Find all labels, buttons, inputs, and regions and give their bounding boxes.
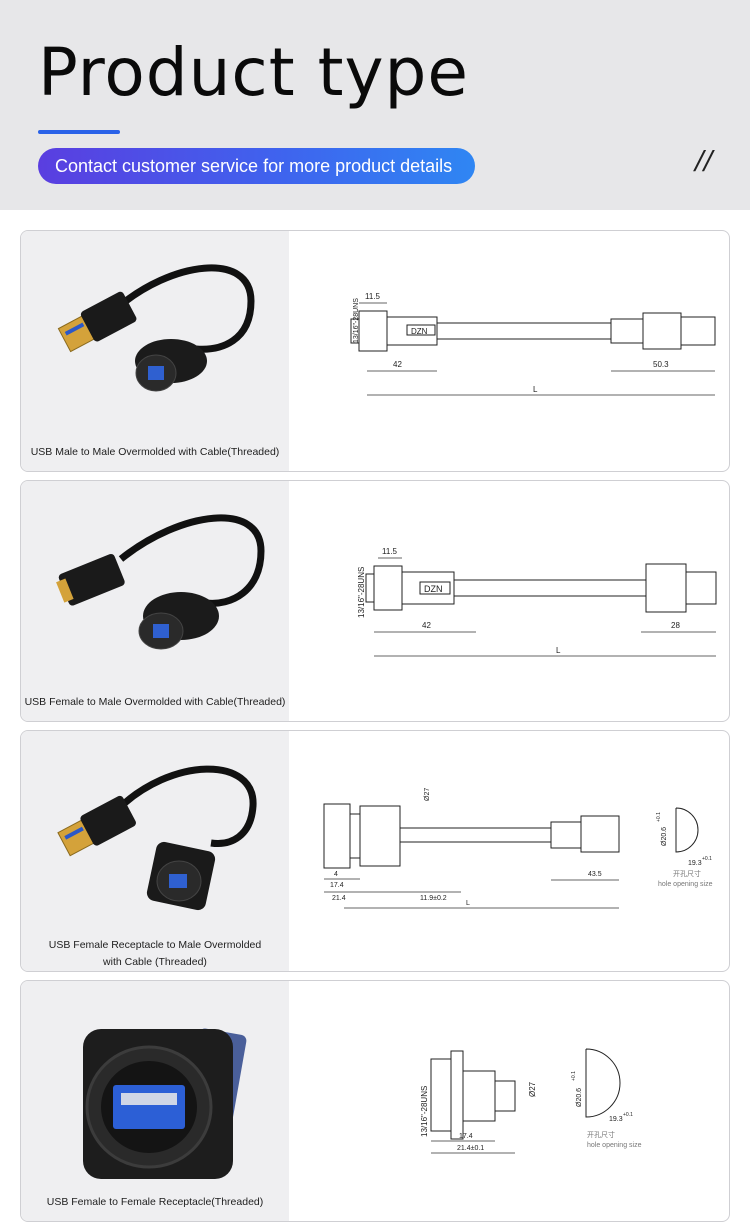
dim-17-4: 17.4 xyxy=(459,1133,473,1140)
product-caption-3-line2: with Cable (Threaded) xyxy=(103,956,207,968)
hole-label-en-4: hole opening size xyxy=(587,1142,642,1149)
product-card-2[interactable]: USB Female to Male Overmolded with Cable… xyxy=(20,480,730,722)
technical-drawing-2: DZN 11.5 13/16"-28UNS 42 28 L xyxy=(357,547,717,657)
technical-drawing-4: 13/16"-28UNS Ø27 17.4 21.4±0.1 Ø20.6 +0.… xyxy=(420,1048,642,1154)
product-photo-2 xyxy=(21,481,289,721)
dim-total-1: L xyxy=(533,385,538,394)
product-card-1[interactable]: USB Male to Male Overmolded with Cable(T… xyxy=(20,230,730,472)
hole-diameter-tol-3: +0.1 xyxy=(656,812,662,822)
hole-label-en-3: hole opening size xyxy=(658,881,713,888)
dim-11-3: 11.9±0.2 xyxy=(420,895,447,902)
brand-label-2: DZN xyxy=(424,584,443,594)
product-card-4[interactable]: USB Female to Female Receptacle(Threaded… xyxy=(20,980,730,1222)
usb-female-receptacle-image xyxy=(83,1028,247,1179)
technical-drawing-1: DZN 11.5 13/16"-28UNS 42 50.3 L xyxy=(350,292,716,396)
product-photo-3 xyxy=(21,731,289,971)
hole-width-4: 19.3 xyxy=(609,1116,623,1123)
dim-total-3: L xyxy=(466,900,470,907)
hole-diameter-tol-4: +0.1 xyxy=(571,1071,577,1081)
dim-thread-1: 13/16"-28UNS xyxy=(353,298,360,343)
product-caption-1: USB Male to Male Overmolded with Cable(T… xyxy=(30,446,280,458)
product-photo-4 xyxy=(21,981,289,1221)
usb-receptacle-to-male-cable-image xyxy=(57,765,257,911)
hole-diameter-4: Ø20.6 xyxy=(576,1088,583,1107)
product-photo-1 xyxy=(21,231,289,471)
dim-right-1: 50.3 xyxy=(653,360,669,369)
dim-right-2: 28 xyxy=(671,621,680,630)
dim-4-3: 4 xyxy=(334,871,338,878)
page-title: Product type xyxy=(38,34,470,111)
usb-female-to-male-cable-image xyxy=(56,514,265,650)
contact-service-banner[interactable]: Contact customer service for more produc… xyxy=(38,148,475,184)
hole-width-tol-3: +0.1 xyxy=(702,856,712,862)
technical-drawing-3: Ø27 4 17.4 21.4 11.9±0.2 43.5 L Ø20.6 +0… xyxy=(323,788,713,909)
dim-thread-4: 13/16"-28UNS xyxy=(420,1086,429,1137)
dim-total-2: L xyxy=(556,646,561,655)
usb-male-to-male-cable-image xyxy=(57,264,255,392)
hole-width-3: 19.3 xyxy=(688,860,702,867)
dim-diameter-3: Ø27 xyxy=(424,788,431,801)
dim-right-3: 43.5 xyxy=(588,871,602,878)
hole-width-tol-4: +0.1 xyxy=(623,1112,633,1118)
product-card-3[interactable]: USB Female Receptacle to Male Overmolded… xyxy=(20,730,730,972)
title-underline xyxy=(38,130,120,134)
dim-21-4: 21.4±0.1 xyxy=(457,1145,484,1152)
dim-left-2: 42 xyxy=(422,621,431,630)
dim-left-1: 42 xyxy=(393,360,402,369)
dim-21-3: 21.4 xyxy=(332,895,346,902)
dim-width-2: 11.5 xyxy=(382,547,398,556)
dim-17-3: 17.4 xyxy=(330,882,344,889)
dim-diameter-4: Ø27 xyxy=(528,1081,537,1097)
header-banner: Product type Contact customer service fo… xyxy=(0,0,750,210)
product-caption-3-line1: USB Female Receptacle to Male Overmolded xyxy=(48,939,262,951)
dim-thread-2: 13/16"-28UNS xyxy=(357,567,366,618)
hole-label-cn-3: 开孔尺寸 xyxy=(673,869,701,878)
brand-label-1: DZN xyxy=(411,327,428,336)
product-caption-4: USB Female to Female Receptacle(Threaded… xyxy=(46,1196,264,1208)
slash-decoration: // xyxy=(695,146,713,176)
hole-diameter-3: Ø20.6 xyxy=(661,827,668,846)
hole-label-cn-4: 开孔尺寸 xyxy=(587,1130,615,1139)
product-caption-2: USB Female to Male Overmolded with Cable… xyxy=(24,696,286,708)
dim-width-1: 11.5 xyxy=(365,292,381,301)
